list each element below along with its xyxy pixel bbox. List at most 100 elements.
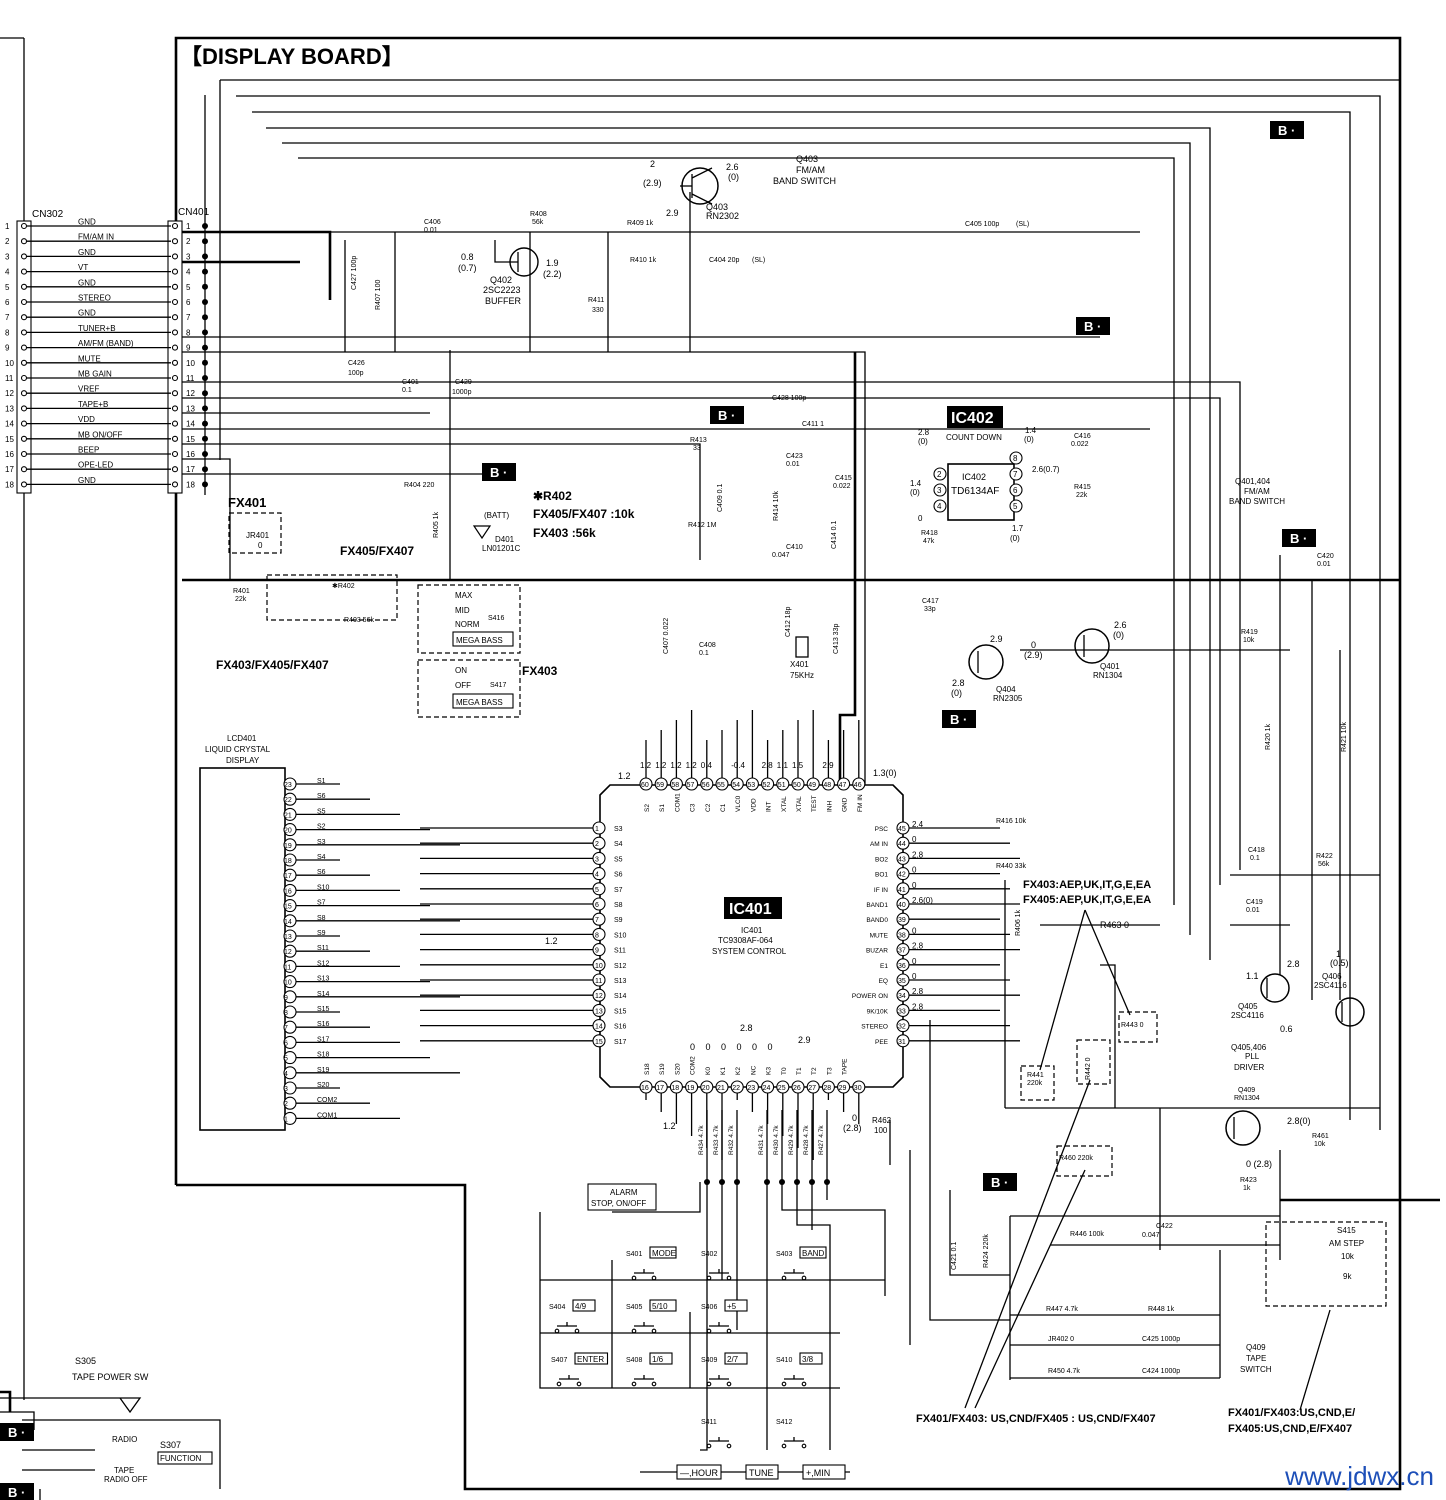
cn401-pin [171,466,179,473]
key-contact [781,1381,787,1387]
ic402-pin [1009,467,1023,481]
key-label[interactable]: 5/10 [652,1302,668,1311]
s416-norm: NORM [455,620,480,629]
key-switch-id: S408 [626,1357,642,1364]
cn401-pin [171,359,179,366]
right-transistors [1225,973,1365,1146]
key-label[interactable]: 3/8 [802,1355,814,1364]
v-pin30b: (2.8) [843,1123,862,1133]
r414-label: R414 10k [773,491,780,521]
key-contact [576,1381,582,1387]
key-contact [801,1275,807,1281]
key-contact [574,1328,580,1334]
radio-label: RADIO [112,1435,137,1444]
r418-label: R418 [921,530,938,537]
b-tags: B ·B ·B ·B ·B ·B ·B ·B ·B · [0,121,1316,1500]
bottom-zero-volt: 0 [768,1042,773,1052]
cn-signal-label: GND [78,278,96,287]
key-label[interactable]: 1/6 [652,1355,664,1364]
r408-label: R408 [530,211,547,218]
v-q403-e: 2.9 [666,208,679,218]
c413-label: C413 33p [833,624,840,654]
key-resistor-label: R433 4.7k [713,1125,720,1155]
ic401-right-name: BAND1 [866,902,888,909]
r462-value: 100 [874,1126,888,1135]
v-ic402-8b: (0) [1024,435,1034,444]
ic401-pin-num: 25 [778,1085,786,1092]
d401-batt: (BATT) [484,511,510,520]
lcd-seg-label: S13 [317,976,330,983]
ic401-pin-num: 29 [839,1085,847,1092]
cn401-pin [171,481,179,488]
c408-label: C408 [699,642,716,649]
cn302-pin [20,222,28,230]
ic401-pin-num: 50 [793,782,801,789]
ic401-right-volt: 0 [912,972,917,981]
v-pin60: 1.2 [618,771,631,781]
cn401-pin [171,344,179,351]
key-label[interactable]: ENTER [577,1355,604,1364]
ic401-left-name: S14 [614,993,627,1000]
ic401-right-name: E1 [880,963,888,970]
ic401-pin-num: 54 [732,782,740,789]
ic401-pin-num: 4 [595,872,599,879]
r419-label: R419 [1241,629,1258,636]
key-contact [781,1275,787,1281]
lcd-line1: LIQUID CRYSTAL [205,745,271,754]
b-tag-text: B · [991,1175,1008,1190]
v-q403-c: 2.6 [726,162,739,172]
ic401-pin-num: 19 [687,1085,695,1092]
c426-label: C426 [348,360,365,367]
ic401-sub1: IC401 [741,926,763,935]
cn302-pin [20,314,28,321]
key-label[interactable]: MODE [652,1249,676,1258]
c410-label: C410 [786,544,803,551]
min-key[interactable]: +,MIN [806,1468,830,1478]
r419-value: 10k [1243,637,1255,644]
cn-signal-label: VT [78,263,88,272]
cn401-pin [171,238,179,245]
cn302-pin [20,253,28,260]
r415-label: R415 [1074,484,1091,491]
r461-value: 10k [1314,1141,1326,1148]
b-tag-text: B · [490,465,507,480]
key-label[interactable]: 2/7 [727,1355,739,1364]
ic401-pin-num: 58 [671,782,679,789]
key-resistor-label: R428 4.7k [803,1125,810,1155]
v-ic402-3b: (0) [910,488,920,497]
cn401-pin-num: 8 [186,328,191,337]
b-tag [710,406,744,424]
s417-label: S417 [490,682,506,689]
hour-key[interactable]: —,HOUR [680,1468,719,1478]
ic401-pin-num: 22 [732,1085,740,1092]
lcd-seg-label: COM1 [317,1112,337,1119]
ic402-pin-num: 4 [937,502,942,511]
v-ic402-2b: (0) [918,437,928,446]
v-q402-c: 1.9 [546,258,559,268]
tune-key[interactable]: TUNE [749,1468,774,1478]
b-tag-text: B · [8,1485,25,1500]
key-contact [631,1275,637,1281]
key-label[interactable]: 4/9 [575,1302,587,1311]
lcd-pin-num: 3 [284,1086,288,1093]
ic401-right-name: AM IN [870,841,888,848]
lcd-pin-num: 20 [284,828,292,835]
key-label[interactable]: +5 [727,1302,737,1311]
ic401-top-name: TEST [811,795,818,812]
v-q409: 2.8(0) [1287,1116,1311,1126]
key-switch-id: S406 [701,1304,717,1311]
q401-label: Q401 [1100,662,1120,671]
q409-b-switch: SWITCH [1240,1365,1272,1374]
c406-value: 0.01 [424,227,438,234]
key-contact [554,1328,560,1334]
c418-value: 0.1 [1250,855,1260,862]
b-tag [482,463,516,481]
cn302-pin [20,405,28,412]
key-label[interactable]: BAND [802,1249,824,1258]
ic402-pin-num: 5 [1013,502,1018,511]
r405-label: R405 1k [433,511,440,538]
ic401-pin-num: 55 [717,782,725,789]
v-pin9: 1.2 [545,936,558,946]
c423-label: C423 [786,453,803,460]
cn302-pin-num: 16 [5,450,14,459]
